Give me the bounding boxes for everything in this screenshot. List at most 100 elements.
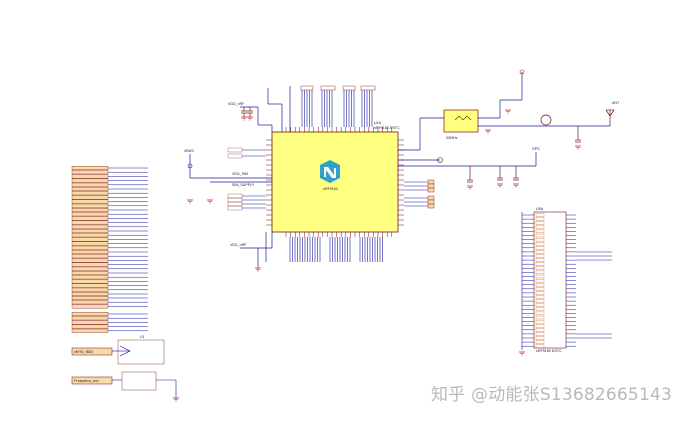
sim-supply-label: SIM_SUPPLY (232, 183, 255, 187)
connector-label (535, 291, 545, 295)
net-flag (227, 201, 243, 207)
connector-label (535, 270, 545, 275)
swd-port (427, 179, 435, 185)
left-net-flag (71, 208, 109, 212)
rf-section: 32MHz ANT GPS (398, 69, 620, 183)
antenna-icon (605, 109, 615, 126)
left-net-flag (71, 203, 109, 208)
mcu-pins-left (266, 139, 272, 226)
left-net-b: Frequency_out (74, 379, 99, 383)
mcu-left-labels (227, 147, 266, 211)
ground-symbols (173, 109, 581, 402)
left-net-flag (71, 328, 109, 333)
left-net-list (71, 166, 148, 333)
mcu-part: nRF9160 (323, 187, 338, 191)
connector-label (535, 229, 545, 234)
vdd-top-label: VDD_nRF (228, 102, 245, 106)
net-flag (227, 147, 243, 153)
connector-label (535, 258, 545, 262)
left-net-flag (71, 182, 109, 187)
connector-label (535, 278, 545, 283)
connector-label (535, 225, 545, 229)
left-net-flag (71, 191, 109, 196)
left-net-flag (71, 220, 109, 225)
oscillator (443, 109, 479, 133)
mcu-pins-top (285, 127, 393, 132)
net-flag (227, 197, 243, 203)
left-bottom-blocks: nRF91_VDD3 U1 Frequency_out (71, 335, 177, 398)
vbus-group: VBUS VDD_SIM SIM_SUPPLY (184, 149, 272, 187)
connector-label (535, 344, 545, 348)
left-net-flag (71, 250, 109, 254)
swd-ports (404, 179, 435, 209)
left-net-flag (71, 316, 109, 321)
left-net-flag (71, 237, 109, 242)
connector-label (535, 315, 545, 320)
vsim-label: VDD_SIM (232, 172, 248, 176)
left-net-flag (71, 187, 109, 191)
left-net-flag (71, 245, 109, 250)
bus-label (342, 85, 356, 91)
mcu-pins-bottom (285, 232, 393, 237)
swd-port (427, 199, 435, 205)
swd-port (427, 203, 435, 209)
connector-u5a (521, 211, 612, 350)
connector-label (535, 295, 545, 299)
mcu-body (271, 131, 399, 233)
swd-port (427, 183, 435, 189)
connector-label (535, 274, 545, 279)
connector-label (535, 217, 545, 221)
left-net-flag (71, 174, 109, 179)
left-net-flag (71, 241, 109, 246)
connector-label (535, 287, 545, 291)
gps-label: GPS (532, 147, 540, 151)
left-net-flag (71, 320, 109, 325)
connector-label (535, 299, 545, 303)
swd-port (427, 187, 435, 193)
left-net-flag (71, 216, 109, 221)
connector-label (535, 340, 545, 344)
connector-label (535, 332, 545, 336)
left-net-flag (71, 212, 109, 217)
bus-label (300, 85, 314, 91)
left-net-flag (71, 287, 109, 292)
bus-label (320, 85, 336, 91)
connector-label (535, 250, 545, 254)
connector-label (535, 266, 545, 270)
left-net-flag (71, 312, 109, 316)
left-net-flag (71, 304, 109, 309)
connector-label (535, 246, 545, 250)
osc-label: 32MHz (446, 136, 458, 140)
connector-label (535, 319, 545, 324)
conn-part: nRF9160 DSTC (536, 349, 562, 353)
net-flag (227, 193, 243, 199)
nordic-logo-icon (320, 160, 340, 183)
bus-label (360, 85, 376, 91)
bottom-buses (289, 237, 383, 262)
mcu-ref: U1A (374, 121, 382, 125)
left-net-flag (71, 229, 109, 233)
left-net-flag (71, 300, 109, 305)
mcu-block: nRF9160 U1A nRF9160 DSTC (266, 121, 404, 237)
net-flag (227, 205, 243, 211)
left-net-flag (71, 199, 109, 204)
left-net-flag (71, 296, 109, 300)
left-net-flag (71, 258, 109, 263)
left-net-flag (71, 170, 109, 175)
connector-label (535, 336, 545, 340)
watermark: 知乎 @动能张S13682665143 (431, 385, 672, 405)
connector-label (535, 328, 545, 332)
left-net-flag (71, 279, 109, 284)
vdd-bottom-label: VDD_nRF (230, 243, 247, 247)
u1-label: U1 (140, 335, 145, 339)
decoupling-caps-top (241, 107, 253, 117)
connector-label (535, 221, 545, 225)
connector-label (535, 307, 545, 311)
connector-label (535, 283, 545, 287)
connector-label (535, 233, 545, 238)
left-net-flag (71, 195, 109, 200)
vdd-bottom-group: VDD_nRF (230, 232, 273, 268)
antenna-label: ANT (612, 101, 620, 105)
conn-ref: U5A (536, 207, 544, 211)
